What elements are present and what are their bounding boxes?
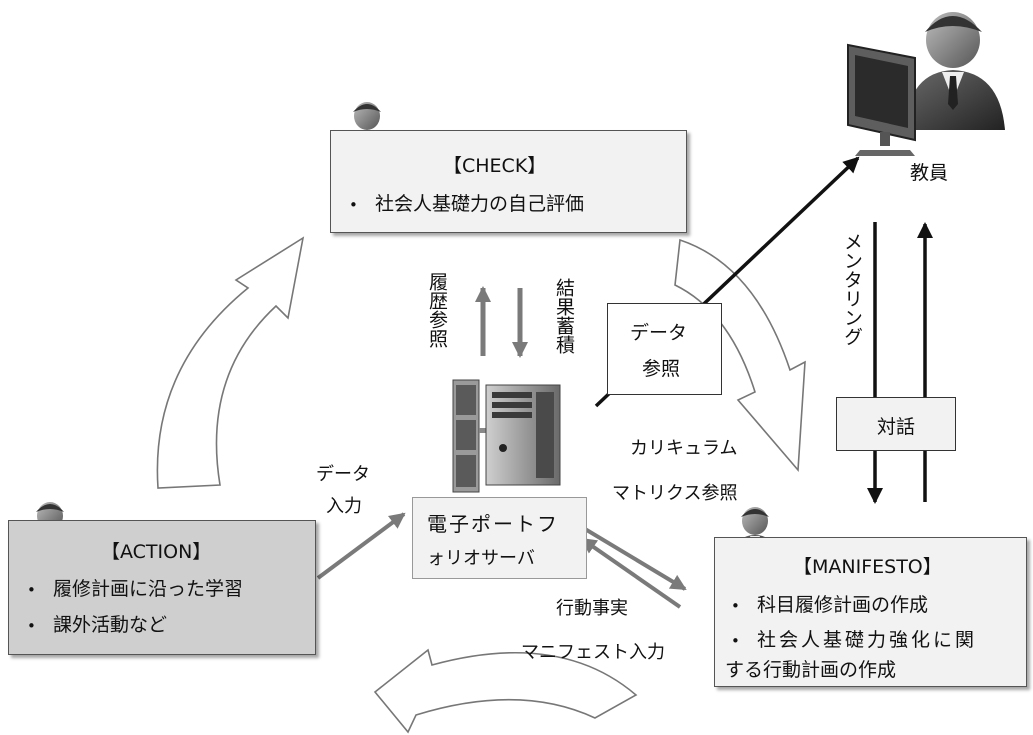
teacher-at-computer-icon — [847, 12, 1005, 156]
data-ref-line2: 参照 — [642, 358, 681, 380]
server-tower-icon — [452, 379, 561, 493]
teacher-label: 教員 — [910, 162, 949, 184]
history-ref-label: 履歴参照 — [426, 272, 448, 348]
bullet-icon: • — [731, 597, 740, 615]
result-store-label: 結果蓄積 — [553, 278, 575, 354]
manifesto-bullet-1: • 科目履修計画の作成 — [731, 590, 928, 617]
dialogue-box: 対話 — [836, 397, 956, 451]
bullet-text: 履修計画に沿った学習 — [53, 578, 244, 600]
action-fact-label-line1: 行動事実 — [556, 598, 628, 619]
bullet-icon: • — [349, 196, 358, 214]
server-label-line2: ォリオサーバ — [427, 548, 535, 569]
dialogue-label: 対話 — [877, 416, 916, 438]
action-title: 【ACTION】 — [101, 541, 212, 563]
action-bullet-2: • 課外活動など — [27, 610, 167, 637]
bullet-text: 科目履修計画の作成 — [757, 594, 929, 616]
bullet-text: する行動計画の作成 — [725, 659, 897, 681]
bullet-text: 課外活動など — [53, 614, 168, 636]
data-input-label-line2: 入力 — [326, 496, 362, 517]
bullet-icon: • — [731, 632, 740, 650]
bullet-icon: • — [27, 581, 36, 599]
manifesto-bullet-2: • 社会人基礎力強化に関 — [731, 625, 977, 652]
cycle-arrow-icon — [156, 236, 806, 734]
data-ref-line1: データ — [630, 322, 688, 344]
server-label-line1: 電子ポートフ — [427, 512, 559, 536]
action-box: 【ACTION】 • 履修計画に沿った学習 • 課外活動など — [8, 520, 316, 655]
data-ref-box: データ 参照 — [607, 303, 722, 395]
check-box: 【CHECK】 • 社会人基礎力の自己評価 — [330, 130, 687, 233]
data-input-label-line1: データ — [316, 464, 370, 485]
server-label-box: 電子ポートフ ォリオサーバ — [412, 497, 587, 579]
curriculum-label-line1: カリキュラム — [630, 438, 738, 459]
action-bullet-1: • 履修計画に沿った学習 — [27, 574, 243, 601]
bullet-icon: • — [27, 617, 36, 635]
check-title: 【CHECK】 — [443, 155, 547, 177]
bullet-text: 社会人基礎力の自己評価 — [375, 193, 585, 215]
bullet-text: 社会人基礎力強化に関 — [757, 629, 978, 651]
curriculum-label-line2: マトリクス参照 — [612, 483, 738, 504]
action-fact-label-line2: マニフェスト入力 — [521, 642, 665, 663]
manifesto-bullet-2-continued: する行動計画の作成 — [725, 655, 896, 682]
check-bullet-1: • 社会人基礎力の自己評価 — [349, 189, 584, 216]
manifesto-title: 【MANIFESTO】 — [793, 556, 942, 578]
mentoring-label: メンタリング — [841, 232, 863, 346]
manifesto-box: 【MANIFESTO】 • 科目履修計画の作成 • 社会人基礎力強化に関 する行… — [714, 537, 1027, 687]
